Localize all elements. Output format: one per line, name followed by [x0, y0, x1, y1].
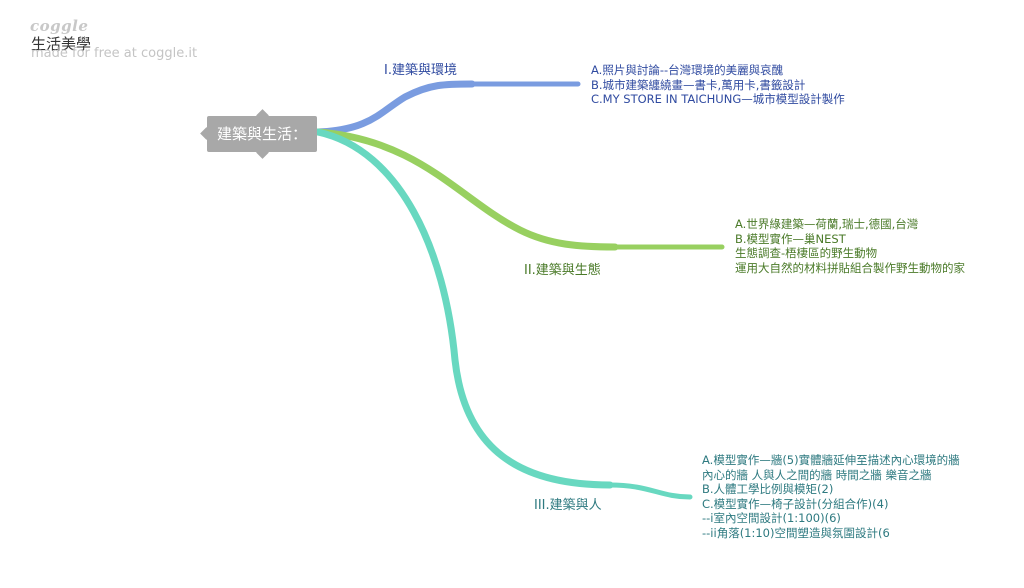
coggle-logo: coggle: [30, 17, 89, 35]
leaf-item: A.模型實作—牆(5)實體牆延伸至描述內心環境的牆: [702, 453, 960, 467]
made-for-caption: made for free at coggle.it: [31, 46, 198, 61]
leaf-item: C.模型實作—椅子設計(分組合作)(4): [702, 496, 889, 511]
branch-label-people[interactable]: III.建築與人: [534, 498, 602, 513]
leaf-item: A.照片與討論--台灣環境的美麗與哀醜: [591, 63, 784, 77]
branch-1-curve: [314, 80, 476, 136]
branch-label-ecology[interactable]: II.建築與生態: [524, 263, 601, 278]
leaf-item: 內心的牆 人與人之間的牆 時間之牆 樂音之牆: [702, 467, 932, 482]
map-title: 生活美學: [31, 35, 92, 53]
leaf-item: --i室內空間設計(1:100)(6): [702, 511, 841, 525]
branch-3-tail: [607, 482, 693, 500]
leaf-group-people[interactable]: A.模型實作—牆(5)實體牆延伸至描述內心環境的牆 內心的牆 人與人之間的牆 時…: [702, 453, 960, 540]
central-node[interactable]: 建築與生活：: [207, 116, 317, 152]
leaf-item: B.人體工學比例與模矩(2): [702, 482, 834, 496]
leaf-item: B.城市建築纏繞畫—書卡,萬用卡,書籤設計: [591, 77, 806, 92]
leaf-group-environment[interactable]: A.照片與討論--台灣環境的美麗與哀醜 B.城市建築纏繞畫—書卡,萬用卡,書籤設…: [591, 63, 845, 107]
leaf-item: --ii角落(1:10)空間塑造與氛圍設計(6: [702, 525, 890, 540]
leaf-item: 生態調查-梧棲區的野生動物: [735, 246, 878, 260]
branch-2-curve: [314, 128, 619, 251]
leaf-item: C.MY STORE IN TAICHUNG—城市模型設計製作: [591, 92, 845, 106]
leaf-group-ecology[interactable]: A.世界綠建築—荷蘭,瑞士,德國,台灣 B.模型實作—巢NEST 生態調查-梧棲…: [735, 217, 965, 275]
leaf-item: B.模型實作—巢NEST: [735, 231, 846, 246]
leaf-item: 運用大自然的材料拼貼組合製作野生動物的家: [735, 260, 965, 275]
branch-label-environment[interactable]: I.建築與環境: [384, 63, 457, 78]
leaf-item: A.世界綠建築—荷蘭,瑞士,德國,台灣: [735, 217, 919, 231]
branch-3-curve: [314, 128, 614, 489]
